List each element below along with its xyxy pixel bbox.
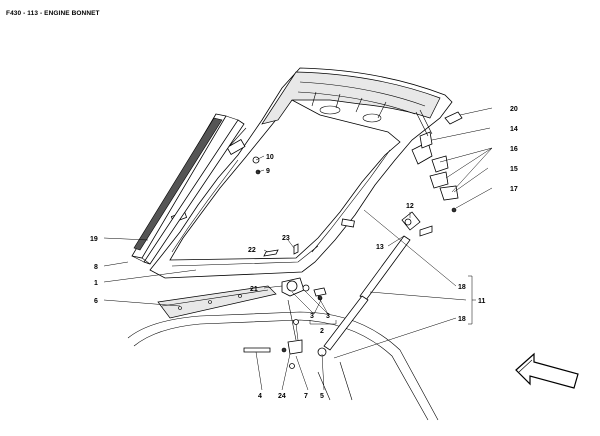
callout-bracket-2 — [309, 320, 337, 325]
hinge-assembly — [411, 109, 463, 213]
callout-11: 11 — [478, 298, 486, 305]
callout-18a: 18 — [458, 284, 466, 291]
diagram-title: F430 - 113 - ENGINE BONNET — [6, 10, 100, 17]
callout-4: 4 — [258, 393, 262, 400]
callout-24: 24 — [278, 393, 286, 400]
callout-18b: 18 — [458, 316, 466, 323]
callout-1: 1 — [94, 280, 98, 287]
callout-20: 20 — [510, 106, 518, 113]
callout-bracket-11 — [468, 275, 476, 325]
leader-lines — [103, 107, 493, 391]
rear-seal-panel — [157, 285, 277, 319]
car-body-outline — [127, 311, 439, 421]
callout-17: 17 — [510, 186, 518, 193]
front-direction-arrow-icon — [515, 352, 579, 389]
callout-10: 10 — [266, 154, 274, 161]
callout-8: 8 — [94, 264, 98, 271]
bonnet-frame — [149, 67, 453, 279]
callout-22: 22 — [248, 247, 256, 254]
callout-23: 23 — [282, 235, 290, 242]
latch-assembly — [243, 277, 327, 369]
callout-3a: 3 — [310, 313, 314, 320]
callout-7: 7 — [304, 393, 308, 400]
callout-2: 2 — [320, 328, 324, 335]
callout-3b: 3 — [326, 313, 330, 320]
gas-strut — [317, 211, 433, 357]
callout-14: 14 — [510, 126, 518, 133]
callout-21: 21 — [250, 286, 258, 293]
callout-12: 12 — [406, 203, 414, 210]
grille-panel — [131, 113, 245, 265]
callout-6: 6 — [94, 298, 98, 305]
callout-16: 16 — [510, 146, 518, 153]
fasteners — [252, 156, 299, 255]
callout-9: 9 — [266, 168, 270, 175]
callout-19: 19 — [90, 236, 98, 243]
callout-13: 13 — [376, 244, 384, 251]
callout-15: 15 — [510, 166, 518, 173]
callout-5: 5 — [320, 393, 324, 400]
